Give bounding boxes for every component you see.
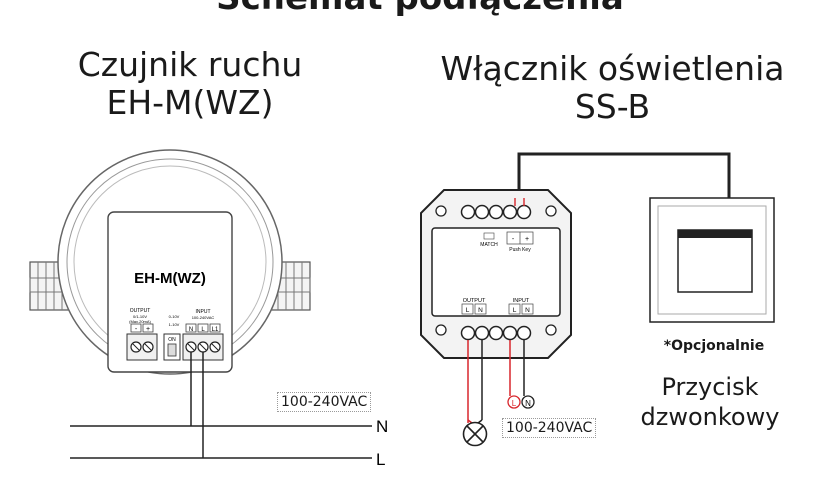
live-line-label: L	[376, 450, 385, 469]
sensor-term-l1: L1	[212, 327, 219, 333]
sensor-output-label: OUTPUT	[130, 308, 151, 314]
switch-module-panel	[431, 227, 561, 317]
switch-input-term-l: L	[513, 307, 517, 314]
bell-button-caption-line1: Przycisk	[661, 373, 759, 401]
bell-button-key	[677, 229, 753, 293]
push-key-minus: -	[512, 236, 515, 243]
input-n-marker-label: N	[525, 399, 531, 408]
sensor-switch-bottom-label: 1-10V	[169, 322, 180, 327]
neutral-line-label: N	[376, 417, 388, 436]
motion-sensor: EH-M(WZ) OUTPUT 0/1-10V (Max.20mA) INPUT…	[29, 149, 311, 458]
bell-button	[649, 197, 775, 323]
push-key-plus: +	[525, 236, 529, 243]
sensor-output-sub2: (Max.20mA)	[129, 319, 151, 324]
input-n-marker	[521, 395, 535, 409]
bell-button-caption: Przycisk dzwonkowy	[630, 372, 790, 432]
switch-output-term-l: L	[466, 307, 470, 314]
switch-output-label: OUTPUT	[463, 298, 486, 304]
sensor-term-minus: -	[135, 326, 138, 333]
input-l-marker-label: L	[512, 399, 517, 408]
switch-voltage-label: 100-240VAC	[502, 418, 597, 438]
sensor-voltage-label: 100-240VAC	[277, 392, 372, 412]
switch-title: Włącznik oświetlenia SS-B	[440, 50, 785, 126]
sensor-switch-top-label: 0-10V	[169, 314, 180, 319]
input-l-marker	[507, 395, 521, 409]
sensor-model-label: EH-M(WZ)	[134, 270, 206, 287]
optional-note: *Opcjonalnie	[663, 338, 765, 354]
switch-title-line2: SS-B	[574, 87, 651, 126]
sensor-switch-on-label: ON	[168, 337, 176, 343]
sensor-output-sub1: 0/1-10V	[133, 314, 147, 319]
sensor-title: Czujnik ruchu EH-M(WZ)	[40, 46, 340, 122]
switch-output-term-n: N	[478, 307, 483, 314]
sensor-input-sub: 100-240VAC	[192, 315, 215, 320]
page-heading: Schemat podłączenia	[0, 0, 840, 18]
sensor-term-plus: +	[146, 326, 150, 333]
sensor-term-n: N	[189, 327, 193, 333]
lamp-icon	[462, 419, 488, 447]
switch-title-line1: Włącznik oświetlenia	[440, 49, 785, 88]
switch-input-term-n: N	[525, 307, 530, 314]
pushbutton-wire	[517, 152, 731, 198]
sensor-term-l: L	[201, 327, 205, 333]
switch-module: MATCH - + Push Key OUTPUT INPUT L N L N	[420, 152, 731, 359]
bell-button-caption-line2: dzwonkowy	[640, 403, 780, 431]
match-label: MATCH	[480, 242, 498, 248]
sensor-title-line1: Czujnik ruchu	[77, 45, 303, 84]
sensor-input-label: INPUT	[196, 309, 211, 315]
push-key-label: Push Key	[509, 247, 531, 253]
switch-input-label: INPUT	[513, 298, 530, 304]
sensor-title-line2: EH-M(WZ)	[106, 83, 274, 122]
